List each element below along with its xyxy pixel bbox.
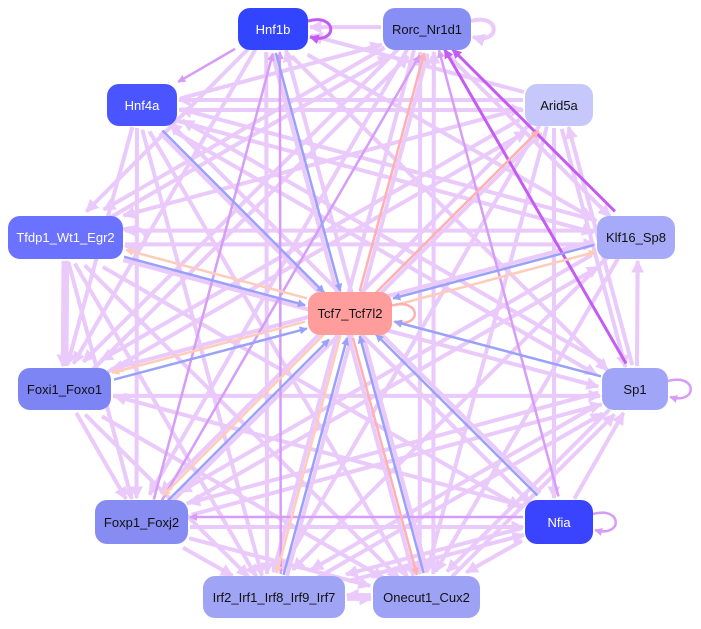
edge-Tfdp1-to-Irf2: [73, 262, 259, 578]
edge-Sp1-to-Klf16: [631, 259, 644, 367]
edge-Tcf7-to-Foxi1: [111, 320, 306, 375]
edge-Hnf1b-to-Irf2: [260, 52, 274, 576]
edge-Nfia-to-Rorc: [437, 49, 560, 497]
edge-Arid5a-to-Foxi1: [100, 118, 521, 362]
edge-Foxp1-to-Irf2: [182, 545, 234, 578]
node-label: Foxp1_Foxj2: [103, 514, 180, 530]
edge-Arid5a-to-Hnf1b: [309, 32, 525, 94]
edge-Rorc-to-Tfdp1: [102, 45, 386, 212]
node-arid5a[interactable]: Arid5a: [525, 84, 593, 126]
edge-Nfia-to-Onecut1: [465, 539, 524, 575]
edge-Hnf1b-to-Tcf7: [274, 52, 343, 292]
edge-Klf16-to-Onecut1: [433, 257, 620, 573]
edge-Hnf1b-to-Tfdp1: [84, 48, 250, 213]
edge-Irf2-to-Tcf7: [282, 337, 350, 576]
edge-Foxp1-to-Tcf7: [167, 338, 330, 502]
edge-Arid5a-to-Irf2: [279, 123, 542, 572]
edge-Rorc-to-Foxp1: [147, 47, 410, 496]
edge-Arid5a-to-Tfdp1: [122, 106, 522, 219]
edge-Foxp1-to-Hnf1b: [152, 52, 275, 500]
edge-Foxi1-to-Tcf7: [113, 326, 308, 381]
edge-Hnf1b-to-Klf16: [306, 52, 594, 221]
edge-Klf16-to-Foxp1: [178, 253, 593, 494]
edge-Foxi1-to-Foxp1: [74, 411, 128, 501]
node-onecut1[interactable]: Onecut1_Cux2: [373, 576, 480, 618]
edge-Onecut1-to-Tcf7: [357, 335, 425, 574]
edge-Hnf4a-to-Onecut1: [147, 130, 410, 579]
node-foxi1[interactable]: Foxi1_Foxo1: [18, 368, 111, 410]
node-label: Nfia: [547, 514, 571, 530]
edge-Sp1-to-Hnf4a: [181, 118, 605, 365]
edge-Irf2-to-Sp1: [315, 411, 604, 581]
node-tfdp1[interactable]: Tfdp1_Wt1_Egr2: [8, 216, 123, 259]
node-hnf1b[interactable]: Hnf1b: [238, 8, 308, 50]
edge-Tcf7-to-Onecut1: [351, 337, 419, 576]
node-tcf7[interactable]: Tcf7_Tcf7l2: [308, 292, 392, 335]
edge-Rorc-to-Rorc: [470, 17, 496, 47]
edge-Nfia-to-Sp1: [572, 411, 626, 500]
node-label: Tcf7_Tcf7l2: [317, 306, 383, 321]
edge-Tcf7-to-Klf16: [394, 249, 597, 307]
node-label: Hnf4a: [124, 97, 160, 113]
node-hnf4a[interactable]: Hnf4a: [107, 84, 177, 126]
node-label: Arid5a: [540, 97, 578, 113]
node-irf2[interactable]: Irf2_Irf1_Irf8_Irf9_Irf7: [203, 576, 345, 618]
node-label: Irf2_Irf1_Irf8_Irf9_Irf7: [212, 589, 336, 605]
edge-Tcf7-to-Irf2: [274, 335, 342, 574]
edge-Tfdp1-to-Onecut1: [83, 263, 401, 580]
edge-Foxi1-to-Tfdp1: [60, 259, 74, 367]
edge-Hnf1b-to-Hnf1b: [307, 18, 333, 44]
edge-Tfdp1-to-Tcf7: [123, 255, 306, 308]
edge-Tcf7-to-Rorc: [358, 52, 427, 292]
node-rorc[interactable]: Rorc_Nr1d1: [383, 8, 471, 50]
edge-Tcf7-to-Tcf7: [391, 302, 416, 328]
edge-Irf2-to-Hnf1b: [275, 51, 284, 574]
edge-Irf2-to-Nfia: [347, 531, 526, 584]
node-klf16[interactable]: Klf16_Sp8: [597, 216, 675, 259]
edge-Sp1-to-Rorc: [443, 48, 628, 365]
edge-Sp1-to-Tcf7: [394, 319, 602, 378]
edge-Klf16-to-Hnf4a: [179, 105, 598, 223]
node-sp1[interactable]: Sp1: [602, 368, 668, 410]
edge-Tcf7-to-Arid5a: [375, 129, 540, 294]
edge-Hnf1b-to-Hnf4a: [177, 47, 236, 84]
edge-Hnf4a-to-Tcf7: [161, 129, 325, 294]
edge-Tfdp1-to-Nfia: [101, 265, 521, 509]
node-label: Sp1: [623, 381, 647, 397]
edge-Sp1-to-Sp1: [667, 378, 692, 403]
edge-Hnf4a-to-Sp1: [174, 130, 598, 377]
edge-Foxp1-to-Rorc: [160, 54, 421, 503]
edge-Onecut1-to-Sp1: [450, 413, 616, 578]
node-label: Klf16_Sp8: [606, 230, 666, 245]
node-label: Tfdp1_Wt1_Egr2: [16, 230, 115, 245]
edge-Foxi1-to-Onecut1: [101, 414, 386, 581]
edge-Foxi1-to-Arid5a: [106, 129, 528, 374]
node-foxp1[interactable]: Foxp1_Foxj2: [95, 500, 188, 544]
edge-Sp1-to-Onecut1: [445, 408, 611, 573]
edge-Tfdp1-to-Foxi1: [56, 260, 70, 368]
edge-Foxp1-to-Klf16: [185, 265, 600, 506]
edge-Nfia-to-Nfia: [592, 511, 617, 536]
edge-Tcf7-to-Foxp1: [162, 333, 325, 497]
node-label: Foxi1_Foxo1: [26, 381, 103, 397]
edge-Nfia-to-Tcf7: [375, 333, 539, 497]
node-label: Rorc_Nr1d1: [391, 21, 463, 37]
edge-Tcf7-to-Tfdp1: [125, 247, 308, 300]
node-label: Onecut1_Cux2: [383, 589, 470, 605]
edge-Klf16-to-Tcf7: [392, 243, 595, 301]
node-label: Hnf1b: [255, 21, 291, 37]
node-nfia[interactable]: Nfia: [525, 500, 593, 544]
edge-Foxi1-to-Rorc: [90, 54, 410, 372]
